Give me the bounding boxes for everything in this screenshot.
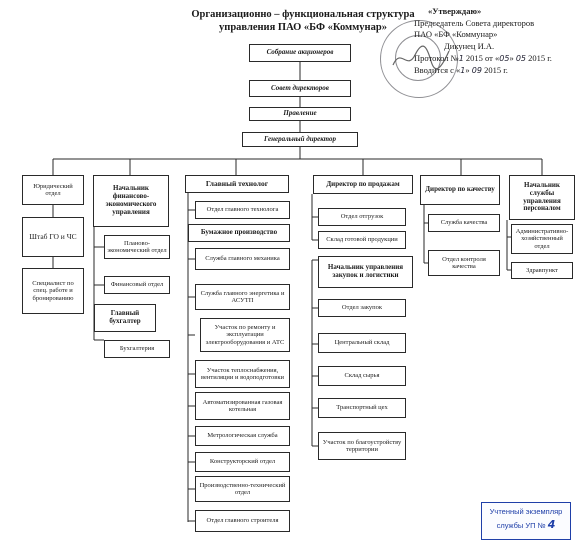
- title-line-1: Организационно – функциональная структур…: [191, 9, 415, 20]
- node-financial: Финансовый отдел: [104, 276, 170, 294]
- node-specialist: Специалист по спец. работе и бронировани…: [22, 268, 84, 314]
- node-central-warehouse: Центральный склад: [318, 333, 406, 353]
- node-heat: Участок теплоснабжения, вентиляции и вод…: [195, 360, 290, 388]
- node-design: Конструкторский отдел: [195, 452, 290, 472]
- node-transport: Транспортный цех: [318, 398, 406, 418]
- protocol-number: 1: [458, 53, 464, 63]
- approval-line-2: ПАО «БФ «Коммунар»: [414, 29, 498, 40]
- stamp-line-1: Учтенный экземпляр: [489, 507, 563, 516]
- node-purchasing: Отдел закупок: [318, 299, 406, 317]
- node-general-director: Генеральный директор: [242, 132, 358, 147]
- node-admin: Административно-хозяйственный отдел: [511, 224, 573, 254]
- page-title: Организационно – функциональная структур…: [188, 8, 418, 34]
- effective-month: 09: [471, 65, 482, 75]
- node-mechanic: Служба главного механика: [195, 248, 290, 270]
- node-hr-head: Начальник службы управления персоналом: [509, 175, 575, 220]
- effective-day: 1: [460, 65, 466, 75]
- approval-line-3: Дикунец И.А.: [444, 41, 495, 52]
- node-repair: Участок по ремонту и эксплуатации электр…: [200, 318, 290, 352]
- node-shipping: Отдел отгрузок: [318, 208, 406, 226]
- node-metrology: Метрологическая служба: [195, 426, 290, 446]
- node-accounting: Бухгалтерия: [104, 340, 170, 358]
- node-sales-director: Директор по продажам: [313, 175, 413, 194]
- node-hq: Штаб ГО и ЧС: [22, 217, 84, 257]
- node-raw-warehouse: Склад сырья: [318, 366, 406, 386]
- node-legal: Юридический отдел: [22, 175, 84, 205]
- node-builder: Отдел главного строителя: [195, 510, 290, 532]
- node-quality-service: Служба качества: [428, 214, 500, 232]
- signature-icon: [392, 45, 450, 70]
- node-chief-technologist: Главный технолог: [185, 175, 289, 193]
- node-chief-accountant: Главный бухгалтер: [94, 304, 156, 332]
- node-finished-goods: Склад готовой продукции: [318, 231, 406, 249]
- node-boiler: Автоматизированная газовая котельная: [195, 392, 290, 420]
- approval-line-1: Председатель Совета директоров: [414, 17, 535, 28]
- approval-block: «Утверждаю» Председатель Совета директор…: [414, 6, 578, 76]
- stamp-line-2: службы УП № 4: [496, 518, 556, 532]
- node-energy: Служба главного энергетика и АСУТП: [195, 284, 290, 310]
- node-board: Совет директоров: [249, 80, 351, 97]
- node-prodtech: Производственно-технический отдел: [195, 476, 290, 502]
- approval-line-5: Вводится с «1» 09 2015 г.: [414, 64, 508, 75]
- node-health: Здравпункт: [511, 262, 573, 279]
- title-line-2: управления ПАО «БФ «Коммунар»: [219, 22, 387, 34]
- node-shareholders: Собрание акционеров: [249, 44, 351, 62]
- node-quality-director: Директор по качеству: [420, 175, 500, 205]
- protocol-month: 05: [515, 53, 527, 63]
- node-landscaping: Участок по благоустройству территории: [318, 432, 406, 460]
- node-paper-production: Бумажное производство: [188, 224, 290, 242]
- approval-title: «Утверждаю»: [428, 6, 482, 16]
- node-tech-dept: Отдел главного технолога: [195, 201, 290, 219]
- node-fin-head: Начальник финансово-экономического управ…: [93, 175, 169, 227]
- registration-stamp: Учтенный экземпляр службы УП № 4: [481, 502, 571, 540]
- protocol-day: 05: [499, 53, 510, 63]
- node-purchasing-head: Начальник управления закупок и логистики: [318, 256, 413, 288]
- node-quality-control: Отдел контроля качества: [428, 250, 500, 276]
- node-management: Правление: [249, 107, 351, 121]
- approval-line-4: Протокол №1 2015 от «05» 05 2015 г.: [414, 52, 552, 63]
- stamp-number: 4: [547, 518, 556, 532]
- node-planning: Планово-экономический отдел: [104, 235, 170, 259]
- seal-icon: [380, 20, 458, 98]
